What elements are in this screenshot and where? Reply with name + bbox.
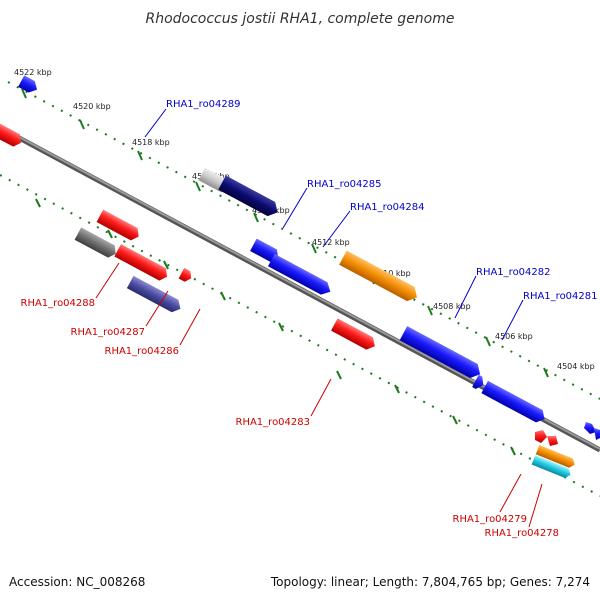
leader-ro04287 <box>145 290 169 327</box>
tick-label-4510: 4510 kbp <box>373 269 411 278</box>
scale-ruler-upper: 4522 kbp 4520 kbp 4518 kbp 4516 kbp 4514… <box>7 68 600 400</box>
leader-ro04278 <box>528 483 543 528</box>
gene-rev-red-c[interactable] <box>178 267 194 284</box>
label-ro04288[interactable]: RHA1_ro04288 <box>21 298 96 309</box>
leader-ro04289 <box>144 108 167 138</box>
leader-ro04282 <box>454 275 477 319</box>
gene-rev-blue-b[interactable] <box>267 253 334 298</box>
label-ro04286[interactable]: RHA1_ro04286 <box>105 346 180 357</box>
genome-summary-text: Topology: linear; Length: 7,804,765 bp; … <box>270 575 590 589</box>
label-ro04287[interactable]: RHA1_ro04287 <box>71 327 146 338</box>
tick-4508 <box>427 305 433 316</box>
gene-ro04279-left[interactable] <box>535 430 547 443</box>
tick-lower-5 <box>278 322 284 332</box>
gene-ro04281[interactable] <box>481 380 548 425</box>
tick-label-4522: 4522 kbp <box>14 68 52 77</box>
leader-ro04283 <box>310 378 332 417</box>
tick-lower-6 <box>336 370 342 380</box>
leader-ro04288 <box>95 262 120 299</box>
label-ro04285[interactable]: RHA1_ro04285 <box>307 179 382 190</box>
gene-ro04286[interactable] <box>126 275 184 315</box>
label-ro04283[interactable]: RHA1_ro04283 <box>236 417 311 428</box>
gene-rev-blue-d[interactable] <box>472 374 487 392</box>
label-ro04279[interactable]: RHA1_ro04279 <box>453 514 528 525</box>
label-ro04281[interactable]: RHA1_ro04281 <box>523 291 598 302</box>
tick-4514 <box>253 212 259 223</box>
gene-rev-red-b[interactable] <box>114 244 170 283</box>
gene-ro04287[interactable] <box>74 227 120 260</box>
tick-label-4504: 4504 kbp <box>557 362 595 371</box>
reverse-labels: RHA1_ro04288 RHA1_ro04287 RHA1_ro04286 R… <box>21 262 560 539</box>
tick-4504 <box>543 367 549 378</box>
gene-ro04282[interactable] <box>339 250 421 305</box>
tick-4506 <box>485 336 491 347</box>
leader-ro04285 <box>282 187 308 229</box>
gene-rev-red-a[interactable] <box>96 209 142 243</box>
leader-ro04279 <box>499 473 522 513</box>
tick-label-4508: 4508 kbp <box>433 302 471 311</box>
gene-rev-blue-a[interactable] <box>250 238 281 265</box>
tick-lower-7 <box>394 384 400 394</box>
tick-label-4506: 4506 kbp <box>495 332 533 341</box>
tick-lower-3 <box>163 260 169 270</box>
gene-ro04283[interactable] <box>331 318 378 352</box>
accession-text: Accession: NC_008268 <box>9 575 145 589</box>
gene-edge-blue-2[interactable] <box>594 428 600 440</box>
gene-ro04278-cyan[interactable] <box>531 455 573 479</box>
tick-4518 <box>137 150 143 161</box>
reverse-genes <box>74 209 548 425</box>
tick-4520 <box>79 119 85 130</box>
map-title: Rhodococcus jostii RHA1, complete genome <box>145 11 454 27</box>
tick-lower-4 <box>220 291 226 301</box>
leader-ro04284 <box>322 210 351 248</box>
label-ro04284[interactable]: RHA1_ro04284 <box>350 202 425 213</box>
scale-ruler-lower <box>0 174 600 497</box>
label-ro04278[interactable]: RHA1_ro04278 <box>485 528 560 539</box>
tick-lower-1 <box>35 198 41 208</box>
ruler-line-lower <box>0 174 600 497</box>
tick-4522 <box>21 88 27 99</box>
forward-genes <box>0 75 421 305</box>
gene-ro04284[interactable] <box>218 175 281 220</box>
gene-ro04278-orange[interactable] <box>535 444 577 469</box>
gene-ro04289[interactable] <box>18 75 40 95</box>
tick-4516 <box>195 181 201 192</box>
tick-label-4520: 4520 kbp <box>73 102 111 111</box>
tick-label-4518: 4518 kbp <box>132 138 170 147</box>
tick-4512 <box>311 243 317 254</box>
tick-lower-2 <box>107 229 113 239</box>
gene-fwd-red-3[interactable] <box>0 120 24 149</box>
gene-rev-blue-c[interactable] <box>399 326 484 381</box>
gene-ro04279-right[interactable] <box>547 436 558 446</box>
leader-ro04281 <box>501 299 524 341</box>
label-ro04282[interactable]: RHA1_ro04282 <box>476 267 551 278</box>
label-ro04289[interactable]: RHA1_ro04289 <box>166 99 241 110</box>
forward-labels: RHA1_ro04289 RHA1_ro04285 RHA1_ro04284 R… <box>144 99 598 341</box>
ruler-line-upper <box>7 81 600 400</box>
leader-ro04286 <box>179 308 201 346</box>
tick-label-4512: 4512 kbp <box>312 238 350 247</box>
tick-lower-8 <box>452 415 458 425</box>
tick-lower-9 <box>510 446 516 456</box>
gene-edge-blue-1[interactable] <box>584 422 596 434</box>
gene-ro04278[interactable] <box>531 444 577 479</box>
